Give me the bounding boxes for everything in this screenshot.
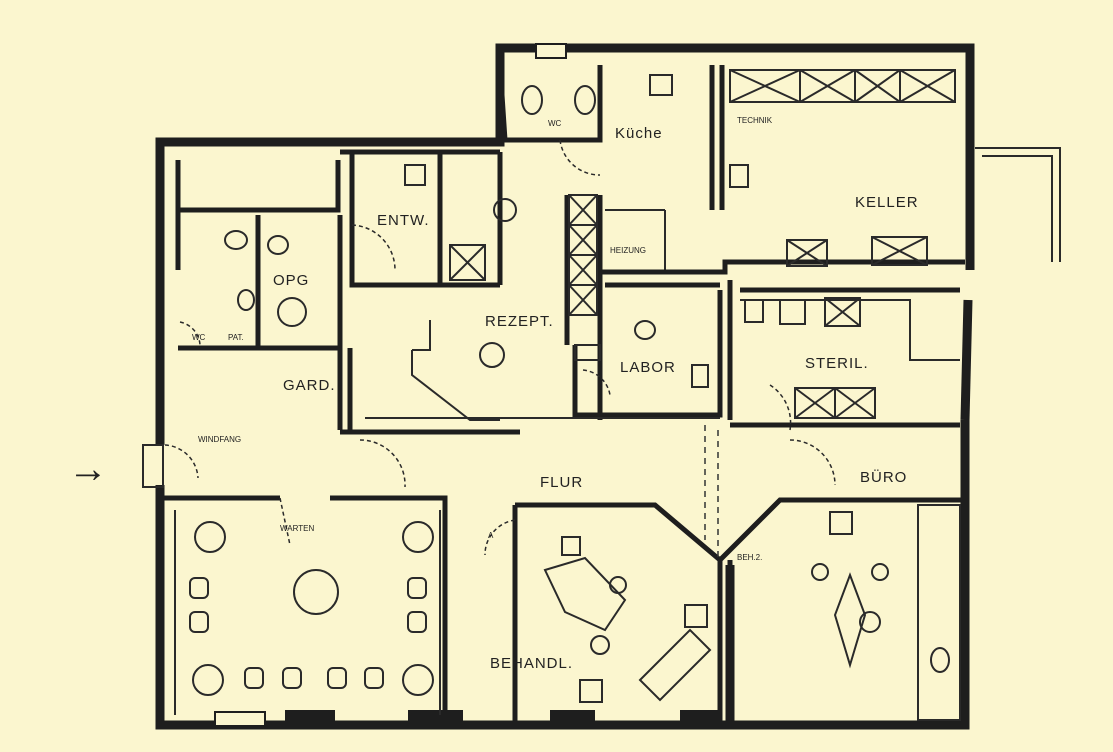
label-buero: BÜRO bbox=[860, 468, 907, 486]
label-a-mark: A bbox=[488, 531, 494, 540]
label-warten: WARTEN bbox=[280, 524, 314, 533]
room-labels: WC Küche TECHNIK KELLER ENTW. HEIZUNG OP… bbox=[192, 116, 919, 672]
door-swings bbox=[164, 139, 836, 556]
label-pat: PAT. bbox=[228, 333, 244, 342]
label-keller: KELLER bbox=[855, 194, 919, 211]
label-technik: TECHNIK bbox=[737, 116, 773, 125]
label-entw: ENTW. bbox=[377, 212, 430, 229]
interior-walls bbox=[160, 64, 965, 725]
label-windfang: WINDFANG bbox=[198, 435, 241, 444]
label-kueche: Küche bbox=[615, 125, 663, 142]
label-steril: STERIL. bbox=[805, 355, 869, 372]
fixtures bbox=[189, 69, 961, 721]
windows-bottom bbox=[214, 43, 720, 728]
entrance-arrow: → bbox=[68, 447, 108, 491]
label-wc-left: WC bbox=[192, 333, 206, 342]
label-garo: GARD. bbox=[283, 377, 336, 394]
label-heizung: HEIZUNG bbox=[610, 246, 646, 255]
label-labor: LABOR bbox=[620, 359, 676, 376]
label-wc-top: WC bbox=[548, 119, 562, 128]
label-flur: FLUR bbox=[540, 474, 583, 491]
label-behandl: BEHANDL. bbox=[490, 655, 573, 672]
label-rezept: REZEPT. bbox=[485, 313, 554, 330]
label-opg: OPG bbox=[273, 272, 309, 289]
label-beh2: BEH.2. bbox=[737, 553, 762, 562]
